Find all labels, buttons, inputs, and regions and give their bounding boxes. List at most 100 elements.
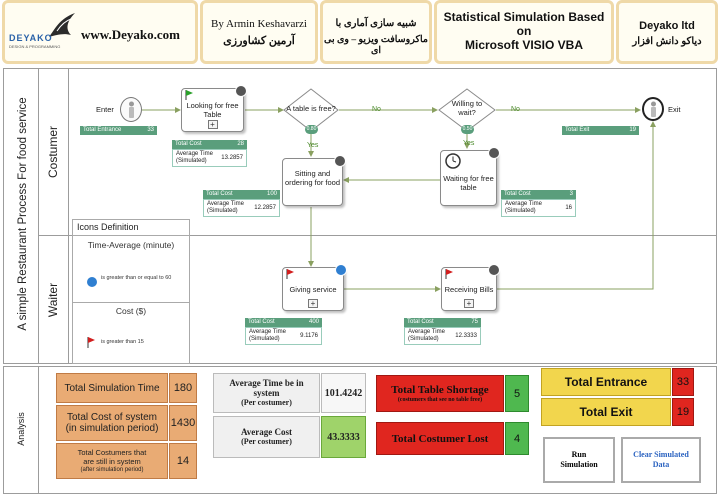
title-en-line1: Statistical Simulation Based xyxy=(443,10,605,24)
stat-label: Total Cost xyxy=(248,319,275,325)
total-cost-value: 1430 xyxy=(169,405,197,441)
stat-value: 400 xyxy=(308,319,319,325)
time-def-desc: is greater than or equal to 60 xyxy=(101,275,172,281)
edge-yes-label: Yes xyxy=(463,140,475,147)
still-in-system-label: Total Costumers that are still in system… xyxy=(56,443,168,479)
stat-label: Total Cost xyxy=(407,319,434,325)
person-icon xyxy=(651,101,656,117)
header-title-fa-panel: شبیه سازی آماری با ماکروسافت ویزیو – وی … xyxy=(320,0,432,64)
table-shortage-sublabel: (costumers that see no table free) xyxy=(397,396,483,403)
header-author-panel: By Armin Keshavarzi آرمین کشاورزی xyxy=(200,0,318,64)
node-receiving-bills[interactable]: Receiving Bills + xyxy=(441,264,500,311)
header-company-panel: Deyako ltd دیاکو دانش افزار xyxy=(616,0,718,64)
cost-def-desc: is greater than 15 xyxy=(101,339,144,345)
stat-label: Total Cost xyxy=(206,191,233,197)
analysis-frame xyxy=(3,366,717,494)
stat-label: Total Cost xyxy=(175,141,202,147)
person-icon xyxy=(129,101,134,118)
total-cost-label-line2: (in simulation period) xyxy=(65,423,159,434)
stat-value: 12.2857 xyxy=(254,204,276,211)
run-simulation-button[interactable]: Run Simulation xyxy=(543,437,615,483)
edge-no-label: No xyxy=(511,106,520,113)
expand-icon[interactable]: + xyxy=(308,299,318,308)
bird-logo-icon xyxy=(49,13,75,37)
analysis-total-entrance-value: 33 xyxy=(672,368,694,396)
author-en: By Armin Keshavarzi xyxy=(211,18,307,30)
probability-badge: 0.80 xyxy=(305,125,318,134)
node-waiting-table[interactable]: Waiting for free table xyxy=(440,147,500,206)
logo-text: DEYAKO xyxy=(9,33,53,43)
stat-label: Total Exit xyxy=(565,127,590,133)
costumer-lost-value: 4 xyxy=(505,422,529,455)
header-title-en-panel: Statistical Simulation Based on Microsof… xyxy=(434,0,614,64)
avg-cost-label-line2: (Per costumer) xyxy=(241,437,292,446)
avg-time-label-line3: (Per costumer) xyxy=(241,398,292,407)
node-label: Waiting for free table xyxy=(443,174,494,192)
probability-badge: 0.50 xyxy=(461,125,474,134)
decision-label: A table is free? xyxy=(286,104,336,113)
clear-simulated-data-button[interactable]: Clear Simulated Data xyxy=(621,437,701,483)
stat-value: 13.2857 xyxy=(221,154,243,161)
icons-definition-panel: Icons Definition Time-Average (minute) i… xyxy=(72,219,190,364)
website-link[interactable]: www.Deyako.com xyxy=(81,27,180,42)
icons-def-title: Icons Definition xyxy=(73,220,189,236)
blue-status-dot-icon xyxy=(335,264,347,276)
stat-value: 16 xyxy=(565,204,572,211)
author-fa: آرمین کشاورزی xyxy=(223,35,295,47)
analysis-total-exit-value: 19 xyxy=(672,398,694,426)
stat-value: 100 xyxy=(266,191,277,197)
node-giving-service[interactable]: Giving service + xyxy=(282,264,347,311)
avg-time-label-line2: system xyxy=(253,388,280,398)
total-sim-time-value: 180 xyxy=(169,373,197,403)
title-en-line3: Microsoft VISIO VBA xyxy=(464,38,583,52)
lane-divider xyxy=(38,235,717,236)
stat-label: Total Entrance xyxy=(83,127,122,133)
red-flag-icon xyxy=(286,269,294,279)
costumer-lost-label: Total Costumer Lost xyxy=(376,422,504,455)
expand-icon[interactable]: + xyxy=(207,120,218,129)
icons-def-divider xyxy=(73,302,189,303)
process-title-divider xyxy=(38,68,39,364)
analysis-label: Analysis xyxy=(16,412,26,446)
node-exit[interactable] xyxy=(642,97,664,121)
decision-label: Willing to wait? xyxy=(451,99,483,117)
status-dot-icon xyxy=(488,264,500,276)
stat-total-exit: Total Exit 19 xyxy=(562,126,639,135)
expand-icon[interactable]: + xyxy=(464,299,474,308)
still-in-label-line3: (after simulation period) xyxy=(80,466,144,473)
avg-cost-label: Average Cost (Per costumer) xyxy=(213,416,320,458)
total-cost-label-line1: Total Cost of system xyxy=(66,412,158,423)
stat-label: Average Time xyxy=(249,329,286,335)
node-looking-for-table[interactable]: Looking for free Table + xyxy=(181,85,247,132)
red-flag-icon xyxy=(87,337,95,348)
node-label: Giving service xyxy=(289,285,337,294)
stat-value: 19 xyxy=(629,127,636,133)
avg-cost-value: 43.3333 xyxy=(321,416,366,458)
node-label: Receiving Bills xyxy=(444,285,494,294)
stat-label: Average Time xyxy=(176,151,213,157)
blue-dot-icon xyxy=(87,277,97,287)
edge-yes-label: Yes xyxy=(307,142,319,149)
node-exit-label: Exit xyxy=(668,105,681,114)
stat-sublabel: (Simulated) xyxy=(249,336,280,342)
swimlane-frame xyxy=(3,68,717,364)
lane-label-divider xyxy=(68,68,69,364)
time-def-title: Time-Average (minute) xyxy=(87,240,175,250)
total-sim-time-label: Total Simulation Time xyxy=(56,373,168,403)
stat-sublabel: (Simulated) xyxy=(176,158,207,164)
stat-value: 3 xyxy=(569,191,573,197)
stat-value: 28 xyxy=(237,141,244,147)
header-website-panel: DEYAKO DESIGN & PROGRAMMING www.Deyako.c… xyxy=(2,0,198,64)
stat-looking-cost-time: Total Cost 28 Average Time(Simulated) 13.2… xyxy=(172,140,247,167)
analysis-divider xyxy=(38,366,39,494)
avg-time-label: Average Time be in system (Per costumer) xyxy=(213,373,320,413)
avg-cost-label-line1: Average Cost xyxy=(240,427,293,437)
node-enter[interactable] xyxy=(120,97,142,122)
stat-label: Total Cost xyxy=(504,191,531,197)
node-enter-label: Enter xyxy=(96,105,114,114)
node-sitting-ordering[interactable]: Sitting and ordering for food xyxy=(282,155,346,206)
analysis-total-entrance-label: Total Entrance xyxy=(541,368,671,396)
